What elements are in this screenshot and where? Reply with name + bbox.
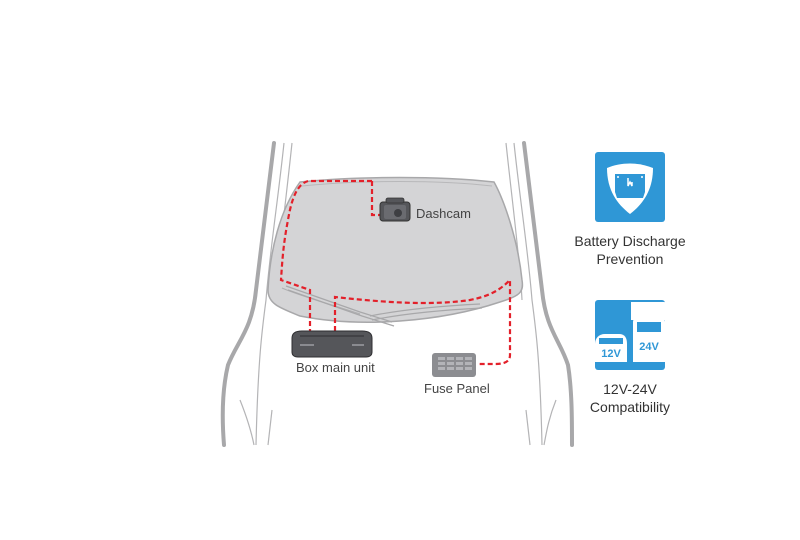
dashcam-label: Dashcam [416,206,471,221]
badge-12v: 12V [601,348,621,360]
feature-1-line1: Battery Discharge [574,233,686,249]
box-main-unit-label: Box main unit [296,360,375,375]
feature-battery-discharge-prevention: Battery Discharge Prevention [560,152,700,268]
fuse-panel-label: Fuse Panel [424,381,490,396]
feature-2-line1: 12V-24V [603,381,657,397]
fuse-panel-device [432,353,476,377]
badge-24v: 24V [639,341,659,353]
battery-shield-icon [595,152,665,222]
wipers [285,285,483,327]
car-body-outline [220,141,574,447]
box-main-unit-device [291,330,373,358]
dashcam-device [379,197,411,222]
vehicles-voltage-icon: 12V 24V [595,300,665,370]
feature-2-line2: Compatibility [589,399,671,415]
feature-1-line2: Prevention [596,251,664,267]
wiring-harness [279,179,512,366]
windshield [267,176,524,323]
feature-12v-24v-compatibility: 12V 24V 12V-24V Compatibility [560,300,700,416]
